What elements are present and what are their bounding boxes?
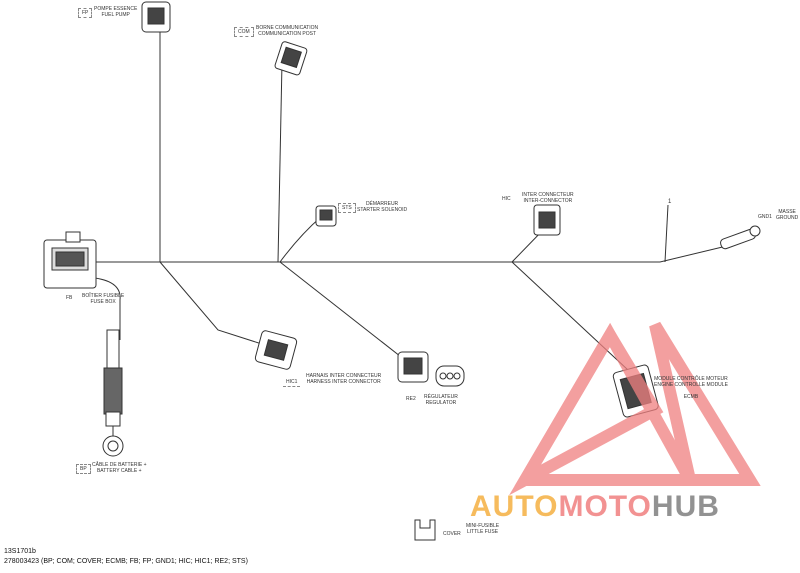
hic-label-en: INTER-CONNECTOR [523,198,573,204]
fp-code: FP [78,8,93,18]
com-code: COM [234,27,254,37]
ecmb-code: ECMB [683,394,699,400]
fb-label-fr: BOÎTIER FUSIBLE [82,293,125,299]
bp-label-en: BATTERY CABLE + [96,468,142,474]
com-label: BORNE COMMUNICATION COMMUNICATION POST [256,25,318,37]
watermark-part3: HUB [651,490,720,523]
bp-code: BP [76,464,91,474]
watermark-part2: MOTO [558,490,652,523]
battery-wire [94,277,121,340]
re2-label: RÉGULATEUR REGULATOR [424,394,458,406]
ecmb-label-fr: MODULE CONTRÔLE MOTEUR [654,376,728,382]
gnd1-label: MASSE GROUND [776,209,798,221]
com-wire [277,61,283,263]
little-fuse-cover [414,519,436,541]
ground-terminal [720,225,761,250]
com-label-fr: BORNE COMMUNICATION [256,25,319,31]
gnd1-label-fr: MASSE [778,209,796,215]
sts-code: STS [338,203,356,213]
battery-cable-fitting [102,329,124,457]
drawing-id: 13S1701b [4,548,36,555]
com-label-en: COMMUNICATION POST [258,31,317,37]
harness-inter-connector [254,330,298,370]
callout-number: 1 [668,199,672,205]
main-trunk-wire [95,243,736,263]
cover-code: COVER [443,531,461,537]
fp-label-fr: POMPE ESSENCE [94,6,138,12]
re2-code: RE2 [406,396,416,402]
inter-connector-connector [533,204,561,236]
hic1-label-en: HARNESS INTER CONNECTOR [306,379,381,385]
starter-solenoid-connector [315,205,337,227]
part-info: 278003423 (BP; COM; COVER; ECMB; FB; FP;… [4,558,248,565]
sts-label: DÉMARREUR STARTER SOLENOID [357,201,407,213]
gnd1-code: GND1 [758,214,772,220]
cover-label-fr: MINI-FUSIBLE [466,523,500,529]
watermark-text: AUTOMOTOHUB [470,490,720,524]
cover-label: MINI-FUSIBLE LITTLE FUSE [466,523,499,535]
hic-code: HIC [502,196,511,202]
hic1-label: HARNAIS INTER CONNECTEUR HARNESS INTER C… [306,373,381,385]
bp-label: CÂBLE DE BATTERIE + BATTERY CABLE + [92,462,147,474]
hic-label: INTER CONNECTEUR INTER-CONNECTOR [522,192,574,204]
fb-label-en: FUSE BOX [90,299,116,305]
bp-label-fr: CÂBLE DE BATTERIE + [92,462,147,468]
watermark-triangle-logo [508,321,761,496]
watermark-part1: AUTO [470,490,559,523]
regulator-connector [397,351,465,387]
hic1-label-fr: HARNAIS INTER CONNECTEUR [306,373,382,379]
sts-label-en: STARTER SOLENOID [357,207,408,213]
gnd1-label-en: GROUND [776,215,799,221]
hic1-wire [159,261,266,346]
fb-label: BOÎTIER FUSIBLE FUSE BOX [82,293,124,305]
communication-post-connector [274,41,308,76]
hic-label-fr: INTER CONNECTEUR [522,192,574,198]
hic1-code: HIC1 [283,378,301,387]
fp-label: POMPE ESSENCE FUEL PUMP [94,6,137,18]
re2-wire [279,261,406,361]
fp-label-en: FUEL PUMP [101,12,130,18]
fuel-pump-connector [141,1,171,33]
cover-label-en: LITTLE FUSE [466,529,499,535]
callout-leader [664,204,669,263]
ecmb-label: MODULE CONTRÔLE MOTEUR ENGINE CONTROLLE … [654,376,728,400]
re2-label-fr: RÉGULATEUR [424,394,458,400]
fb-code: FB [66,295,73,301]
re2-label-en: REGULATOR [425,400,457,406]
sts-label-fr: DÉMARREUR [365,201,399,207]
ecmb-label-en: ENGINE CONTROLLE MODULE [654,382,728,388]
ecmb-wire [511,261,629,371]
fuse-box-connector [43,231,97,289]
